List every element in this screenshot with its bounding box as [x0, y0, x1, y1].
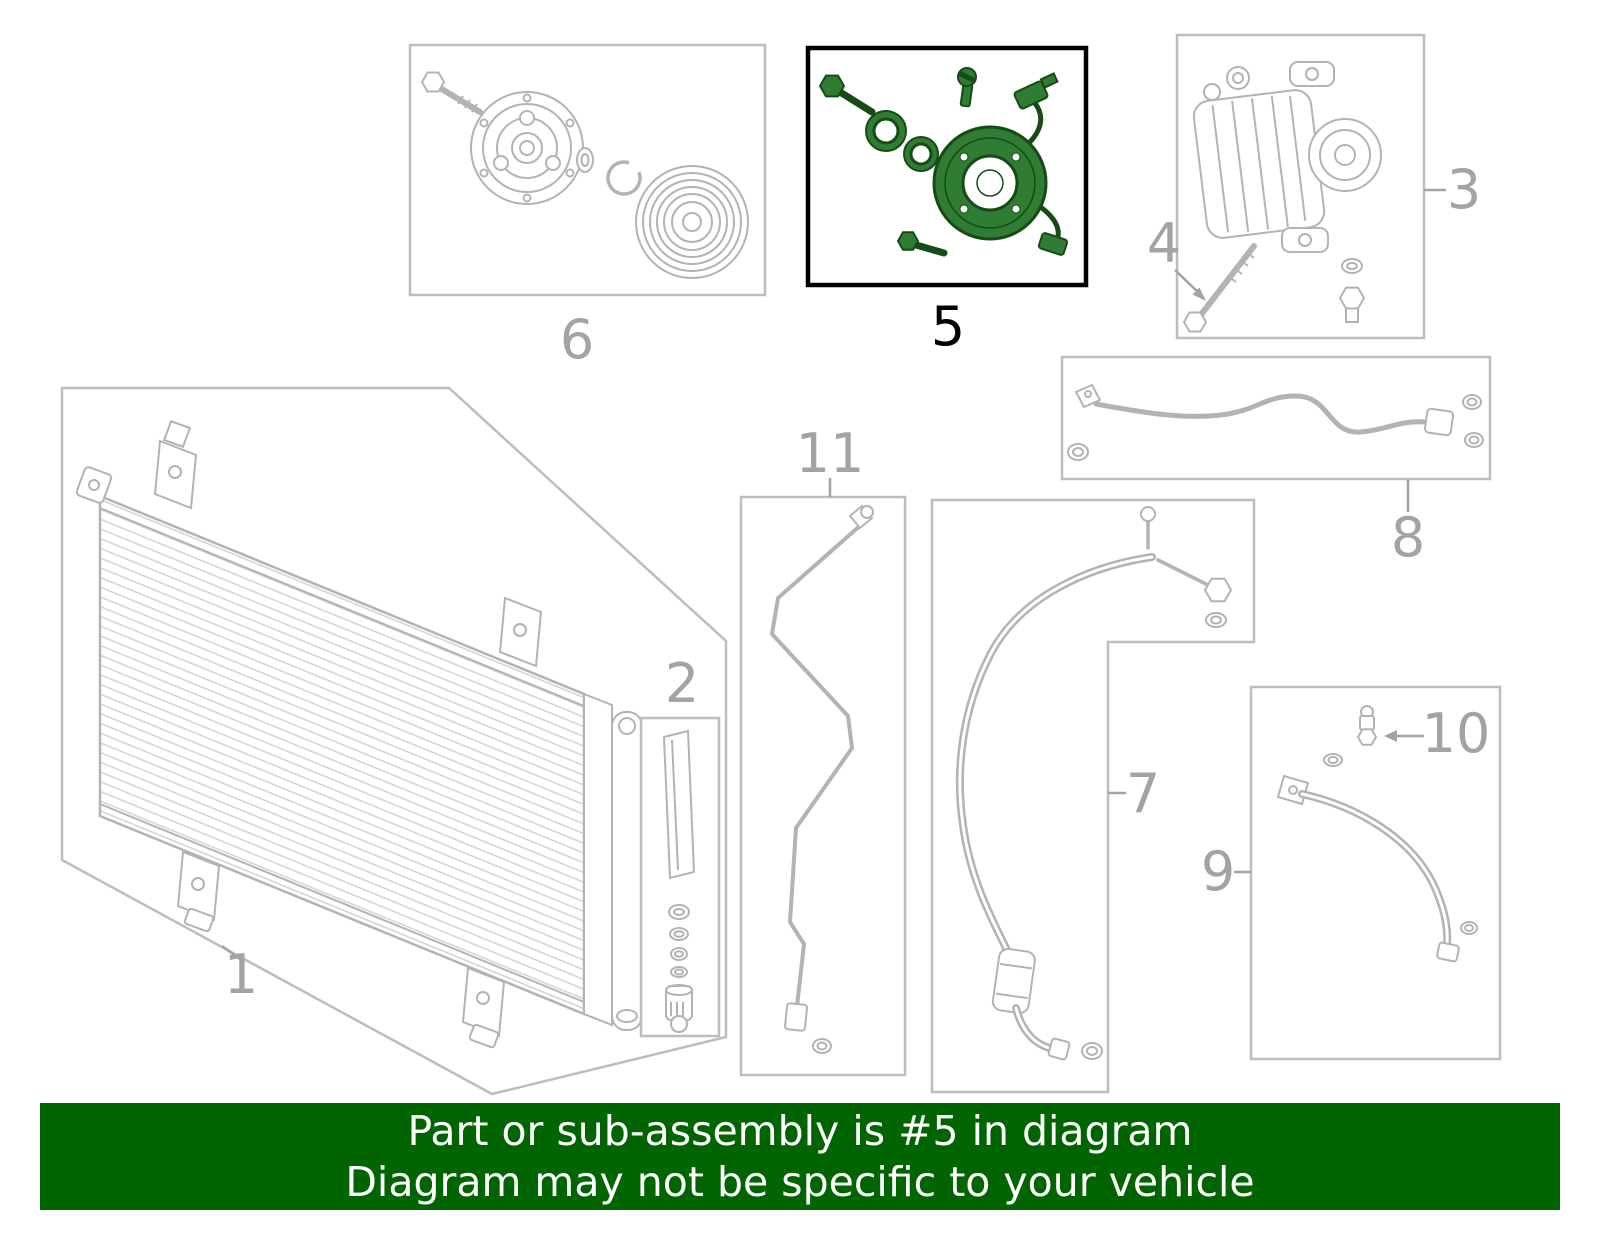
o-ring-icon — [1341, 258, 1363, 274]
o-ring-icon — [1067, 443, 1089, 461]
callout-4-arrowhead — [1192, 287, 1206, 301]
part-3-group: 3 — [1175, 33, 1481, 340]
callout-1-label: 1 — [224, 943, 258, 1006]
callout-9-label: 9 — [1201, 840, 1235, 903]
o-ring-icon — [1081, 1042, 1103, 1060]
field-coil-icon — [932, 72, 1069, 256]
part-7-box — [930, 498, 1256, 1094]
hose-icon — [955, 506, 1233, 1061]
part-11-group: 11 — [739, 422, 907, 1077]
pulley-icon — [635, 165, 749, 279]
part-8-group: 8 — [1060, 355, 1492, 569]
callout-4-arrow — [1174, 269, 1201, 295]
callout-2-label: 2 — [665, 652, 699, 715]
screw-icon — [957, 67, 977, 108]
condenser-icon — [75, 419, 643, 1049]
compressor-icon — [1192, 61, 1382, 253]
part-9-box — [1249, 685, 1502, 1061]
seal-strip-icon — [662, 729, 696, 880]
banner-line-2: Diagram may not be specific to your vehi… — [345, 1157, 1255, 1206]
mount-bracket-icon — [461, 966, 506, 1049]
part-1-group: 1 — [60, 386, 728, 1096]
o-ring-stack-icon — [668, 904, 690, 978]
banner-line-1: Part or sub-assembly is #5 in diagram — [407, 1106, 1193, 1155]
callout-3-label: 3 — [1447, 158, 1481, 221]
valve-core-icon — [665, 984, 693, 1033]
part-5-group: 5 — [805, 45, 1089, 358]
part-8-box — [1060, 355, 1492, 481]
clutch-plate-icon — [470, 91, 584, 205]
mount-bracket-icon — [176, 850, 221, 933]
spacer-icon — [576, 147, 594, 173]
mount-bolt-icon — [1182, 243, 1257, 333]
callout-7-label: 7 — [1126, 762, 1160, 825]
mount-bracket-icon — [153, 419, 198, 510]
o-ring-icon — [1462, 394, 1484, 448]
part-6-group: 6 — [408, 43, 767, 371]
snap-ring-icon — [606, 160, 642, 196]
callout-10-arrowhead — [1384, 730, 1397, 742]
snap-ring-icon — [865, 110, 907, 152]
callout-10-label: 10 — [1422, 702, 1491, 765]
charge-valve-icon — [1356, 705, 1378, 746]
receiver-drier-icon — [611, 711, 643, 1031]
callout-8-label: 8 — [1391, 506, 1425, 569]
callout-6-label: 6 — [560, 308, 594, 371]
coil-bolt-small-icon — [896, 231, 948, 257]
sealing-plug-icon — [1338, 286, 1366, 323]
hose-icon — [1276, 774, 1460, 963]
o-ring-icon — [1460, 921, 1478, 935]
part-2-group: 2 — [639, 652, 721, 1038]
callout-4-label: 4 — [1147, 212, 1181, 275]
bolt-icon — [420, 71, 483, 115]
callout-11-label: 11 — [796, 422, 865, 485]
coil-bolt-icon — [818, 74, 876, 116]
part-4-group: 4 — [1147, 212, 1257, 333]
o-ring-icon — [1323, 753, 1343, 767]
o-ring-icon — [812, 1038, 832, 1054]
mount-bracket-icon — [498, 596, 543, 668]
o-ring-icon — [903, 136, 939, 172]
callout-5-label: 5 — [931, 295, 965, 358]
part-7-group: 7 — [930, 498, 1256, 1094]
highlight-banner: Part or sub-assembly is #5 in diagram Di… — [40, 1103, 1560, 1210]
pipe-icon — [770, 504, 874, 1032]
callout-1-tick — [221, 944, 245, 964]
pipe-icon — [1074, 383, 1455, 437]
part-9-10-group: 9 10 — [1201, 685, 1502, 1061]
